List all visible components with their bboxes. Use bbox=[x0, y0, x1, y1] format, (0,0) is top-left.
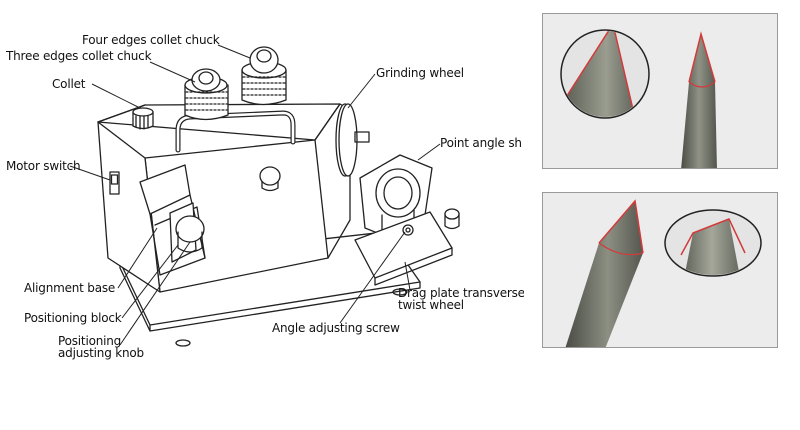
leader-three-edges bbox=[149, 61, 196, 83]
drill-rod-top bbox=[681, 34, 717, 168]
body-side bbox=[97, 121, 161, 293]
leader-point-angle bbox=[417, 143, 441, 161]
leader-drag-plate bbox=[404, 261, 411, 291]
leader-alignment-base bbox=[117, 227, 158, 289]
motor-switch-part bbox=[109, 171, 120, 195]
foot bbox=[392, 288, 408, 296]
leader-motor-switch bbox=[69, 165, 111, 181]
leader-collet bbox=[91, 83, 139, 108]
leader-positioning-block bbox=[121, 244, 179, 319]
drill-rod-bottom bbox=[565, 201, 643, 347]
three-edges-chuck-part bbox=[184, 68, 229, 121]
four-edges-chuck-part bbox=[241, 46, 287, 106]
leader-four-edges bbox=[217, 44, 251, 59]
label-positioning-block: Positioning block bbox=[24, 311, 122, 325]
label-point-angle-seat: Point angle she bbox=[440, 137, 522, 150]
label-drag-plate-line1: Drag plate transverse bbox=[398, 287, 524, 300]
grinder-machine-drawing bbox=[69, 44, 460, 347]
tip-photo-panel-top bbox=[542, 13, 778, 169]
tip-photo-panel-bottom bbox=[542, 192, 778, 348]
leader-angle-screw bbox=[339, 231, 406, 324]
leader-positioning-knob bbox=[119, 241, 191, 346]
label-collet: Collet bbox=[52, 77, 86, 91]
label-positioning-knob-line1: Positioning bbox=[58, 334, 122, 348]
label-four-edges-collet-chuck: Four edges collet chuck bbox=[82, 33, 220, 47]
label-drag-plate-line2: twist wheel bbox=[398, 298, 464, 312]
leader-grinding-wheel bbox=[347, 73, 376, 109]
label-grinding-wheel: Grinding wheel bbox=[376, 66, 464, 80]
label-angle-adjusting-screw: Angle adjusting screw bbox=[272, 321, 400, 335]
label-positioning-knob-line2: adjusting knob bbox=[58, 346, 144, 360]
label-motor-switch: Motor switch bbox=[6, 159, 81, 173]
positioning-knob-part bbox=[175, 215, 205, 243]
tip-photo-top bbox=[560, 29, 717, 168]
collet-part bbox=[132, 107, 154, 130]
foot bbox=[175, 339, 191, 347]
label-alignment-base: Alignment base bbox=[24, 281, 116, 295]
tip-photo-bottom bbox=[565, 199, 762, 347]
label-three-edges-collet-chuck: Three edges collet chuck bbox=[6, 49, 152, 63]
